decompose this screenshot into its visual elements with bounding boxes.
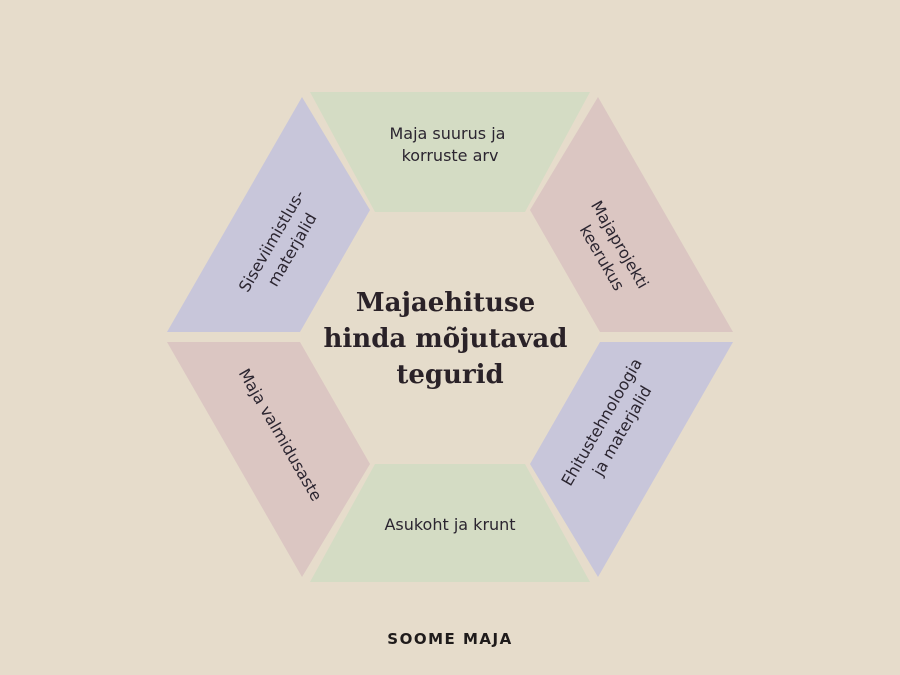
brand-logo: SOOME MAJA xyxy=(387,630,513,648)
segment-top xyxy=(310,92,590,212)
segment-lower-right xyxy=(530,342,733,577)
segment-bottom xyxy=(310,464,590,582)
center-hexagon xyxy=(301,212,599,462)
segment-upper-right xyxy=(530,97,733,332)
diagram-title: Majaehituse hinda mõjutavad tegurid xyxy=(324,288,577,390)
segment-lower-left xyxy=(167,342,370,577)
segment-label-top: Maja suurus ja korruste arv xyxy=(389,124,510,165)
segment-label-bottom: Asukoht ja krunt xyxy=(384,515,515,534)
segment-upper-left xyxy=(167,97,370,332)
